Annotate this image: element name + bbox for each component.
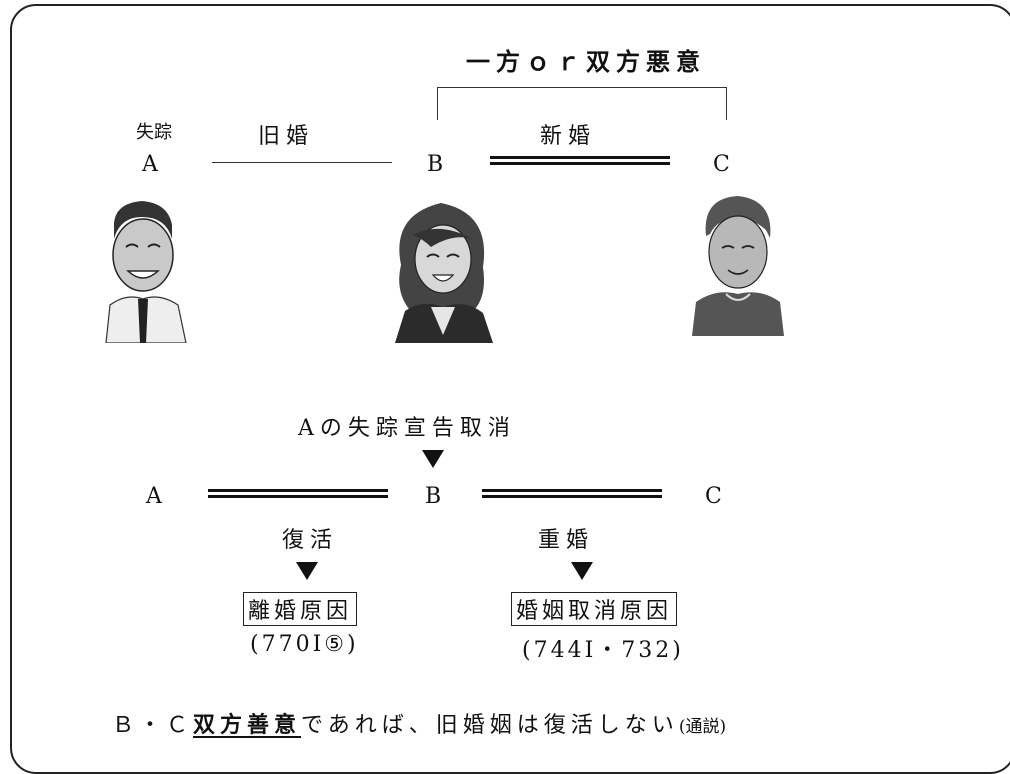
person-c-label: C	[713, 152, 736, 177]
divorce-ground-box: 離婚原因	[243, 592, 358, 626]
bottom-person-b-label: B	[425, 484, 448, 509]
new-marriage-label: 新婚	[540, 124, 597, 149]
bottom-person-c-label: C	[705, 484, 728, 509]
divorce-ground-ref: (770Ⅰ⑤)	[250, 632, 359, 657]
missing-label: 失踪	[136, 122, 172, 143]
person-b-illustration	[395, 203, 493, 343]
trigger-arrow	[422, 450, 444, 468]
bigamy-arrow	[571, 562, 593, 580]
revive-label: 復活	[282, 528, 339, 553]
bigamy-label: 重婚	[538, 528, 595, 553]
bigamy-marriage-line	[482, 489, 662, 498]
person-c-illustration	[692, 196, 784, 336]
person-a-illustration	[105, 201, 187, 343]
person-b-label: B	[427, 152, 450, 177]
old-marriage-line	[212, 162, 392, 163]
revive-arrow	[296, 562, 318, 580]
footer-rest: であれば、旧婚姻は復活しない	[301, 713, 679, 738]
revived-marriage-line	[208, 489, 388, 498]
old-marriage-label: 旧婚	[258, 124, 315, 149]
footer-emphasis: 双方善意	[193, 712, 302, 738]
bad-faith-label: 一方ｏｒ双方悪意	[466, 47, 706, 76]
annul-ground-box: 婚姻取消原因	[511, 592, 678, 626]
footer-prefix: Ｂ・Ｃ	[112, 713, 194, 738]
trigger-label: Aの失踪宣告取消	[298, 416, 516, 441]
bottom-person-a-label: A	[146, 484, 168, 509]
new-marriage-line	[490, 156, 670, 165]
footer-statement: Ｂ・Ｃ双方善意であれば、旧婚姻は復活しない(通説)	[112, 707, 726, 739]
diagram-frame	[10, 4, 1010, 774]
footer-note: (通説)	[678, 717, 727, 737]
person-a-label: A	[142, 152, 164, 177]
bad-faith-bracket	[437, 87, 727, 120]
annul-ground-ref: (744Ⅰ・732)	[522, 638, 684, 663]
